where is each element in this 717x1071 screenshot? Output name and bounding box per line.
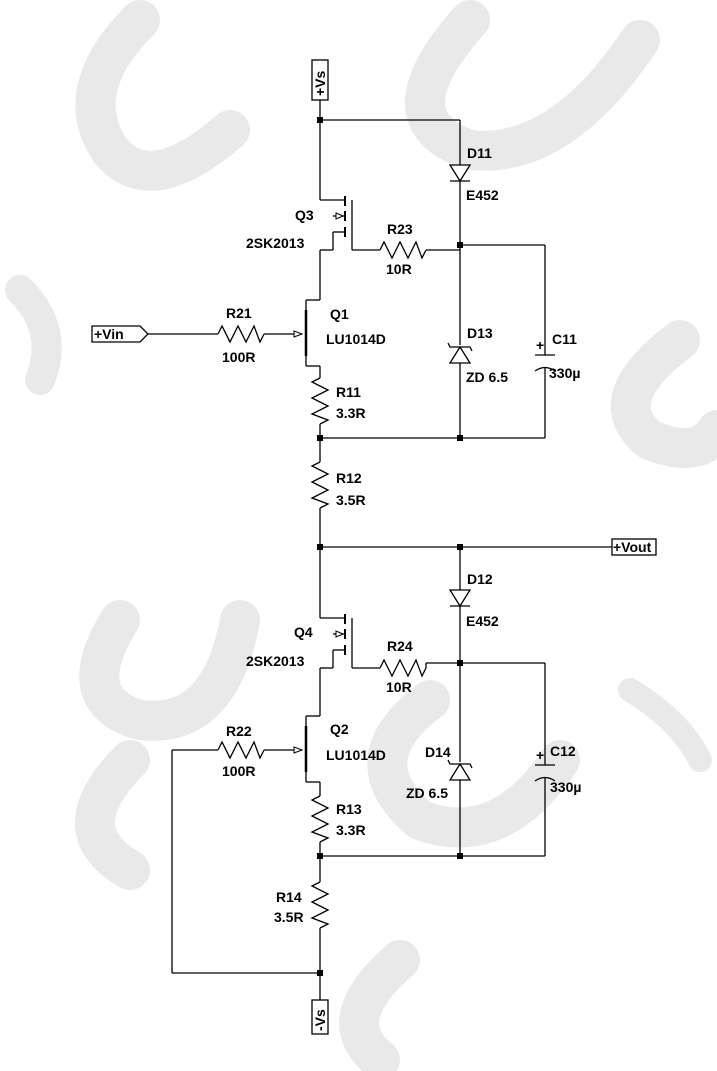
port-vs-neg-label: -Vs (312, 1009, 328, 1031)
r22-value: 100R (222, 763, 255, 779)
port-vs-pos-label: +Vs (312, 70, 328, 96)
r13-ref: R13 (336, 801, 362, 817)
q2-ref: Q2 (330, 721, 349, 737)
r22-ref: R22 (226, 723, 252, 739)
d11-ref: D11 (467, 145, 492, 161)
r23-value: 10R (386, 261, 412, 277)
watermark (5, 0, 717, 1071)
jfet-q1 (293, 310, 308, 356)
port-vs-neg: -Vs (311, 999, 329, 1035)
q1-ref: Q1 (330, 306, 349, 322)
r11-value: 3.3R (336, 405, 366, 421)
wires (148, 100, 612, 1000)
port-vout: +Vout (611, 538, 657, 556)
r23-ref: R23 (387, 221, 413, 237)
r12-value: 3.5R (336, 492, 366, 508)
resistor-r11 (310, 377, 330, 425)
resistor-r13 (310, 795, 330, 843)
svg-text:+: + (536, 747, 544, 763)
q3-part: 2SK2013 (246, 235, 305, 251)
r14-value: 3.5R (274, 909, 304, 925)
r24-ref: R24 (387, 638, 413, 654)
zener-d14 (447, 759, 473, 781)
junctions (317, 117, 463, 976)
r14-ref: R14 (276, 889, 302, 905)
svg-text:+: + (536, 337, 544, 353)
d14-ref: D14 (425, 744, 451, 760)
resistor-r21 (217, 324, 265, 344)
resistor-r23 (379, 240, 427, 260)
c12-value: 330µ (550, 779, 581, 795)
q4-ref: Q4 (294, 624, 313, 640)
resistor-r24 (379, 658, 427, 678)
zener-d13 (447, 342, 473, 364)
d14-part: ZD 6.5 (406, 785, 448, 801)
q3-ref: Q3 (295, 207, 314, 223)
r12-ref: R12 (336, 470, 362, 486)
capacitor-c12: + (534, 747, 556, 782)
c11-ref: C11 (552, 331, 577, 347)
q1-part: LU1014D (326, 331, 386, 347)
port-vs-pos: +Vs (311, 59, 329, 101)
d12-ref: D12 (467, 571, 493, 587)
diode-d11 (448, 164, 472, 183)
resistor-r14 (310, 881, 330, 929)
q4-part: 2SK2013 (246, 653, 305, 669)
r11-ref: R11 (336, 384, 361, 400)
d13-ref: D13 (467, 325, 493, 341)
diode-d12 (448, 589, 472, 608)
r24-value: 10R (386, 679, 412, 695)
d11-part: E452 (466, 187, 499, 203)
capacitor-c11: + (534, 337, 556, 372)
port-vin: +Vin (91, 325, 149, 343)
r21-value: 100R (222, 349, 255, 365)
d12-part: E452 (466, 613, 499, 629)
resistor-r12 (310, 461, 330, 509)
r13-value: 3.3R (336, 822, 366, 838)
port-vin-label: +Vin (94, 326, 124, 342)
c11-value: 330µ (549, 365, 580, 381)
resistor-r22 (217, 740, 265, 760)
mosfet-q4 (333, 614, 353, 668)
r21-ref: R21 (226, 305, 252, 321)
q2-part: LU1014D (326, 747, 386, 763)
d13-part: ZD 6.5 (466, 369, 508, 385)
mosfet-q3 (333, 196, 353, 250)
jfet-q2 (293, 726, 308, 772)
port-vout-label: +Vout (613, 539, 652, 555)
c12-ref: C12 (550, 743, 576, 759)
